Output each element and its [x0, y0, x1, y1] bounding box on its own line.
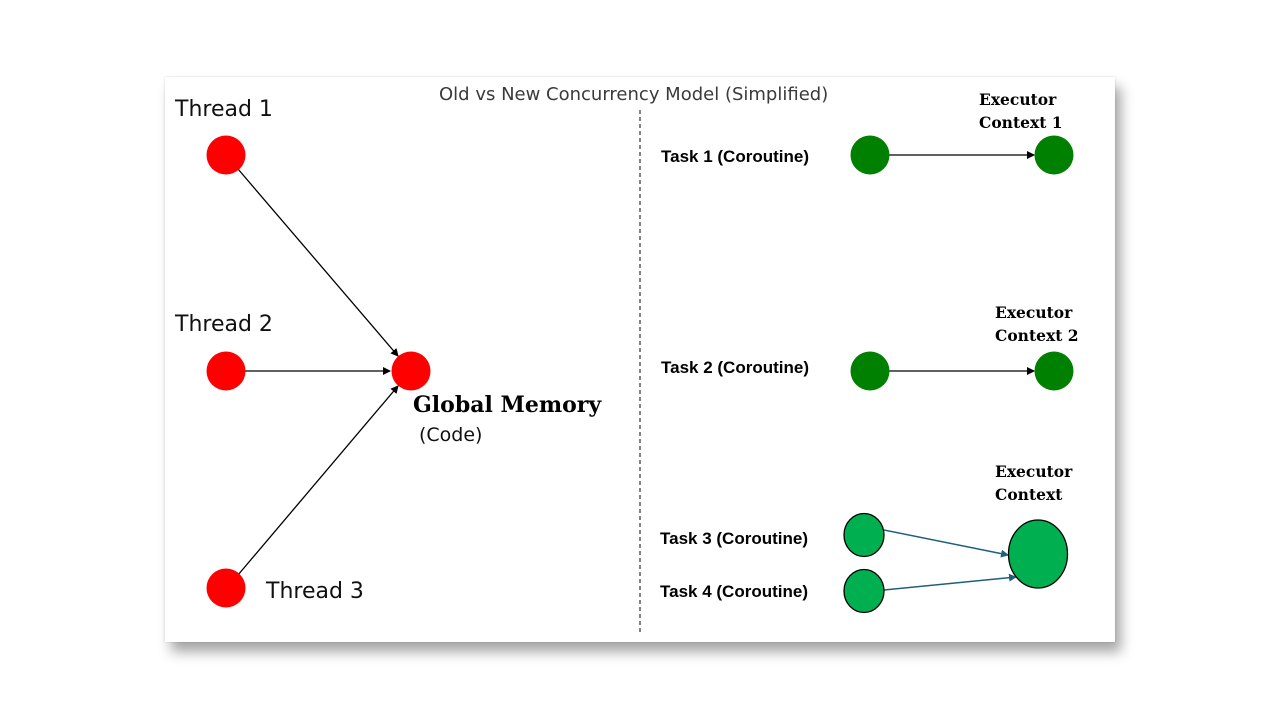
diagram-title: Old vs New Concurrency Model (Simplified… [439, 84, 829, 105]
thread1-node [206, 135, 246, 175]
executor3-label-line2: Context [995, 485, 1063, 504]
executor1-label-line2: Context 1 [979, 113, 1063, 132]
shared-executor-node [1007, 519, 1069, 589]
task2-label: Task 2 (Coroutine) [661, 358, 809, 377]
task4-label: Task 4 (Coroutine) [660, 582, 808, 601]
thread2-label: Thread 2 [175, 312, 273, 337]
executor3-label-line1: Executor [995, 462, 1073, 481]
task4-node [843, 568, 885, 614]
executor1-label-line1: Executor [979, 90, 1057, 109]
task1-label: Task 1 (Coroutine) [661, 147, 809, 166]
task3-label: Task 3 (Coroutine) [660, 529, 808, 548]
edge-thread3-global [237, 385, 399, 576]
executor1-label: Executor Context 1 [979, 88, 1063, 134]
thread1-label: Thread 1 [175, 97, 273, 122]
task1-node [850, 135, 890, 175]
edge-task3-executor3 [883, 529, 1009, 558]
edge-task4-executor3 [883, 573, 1017, 591]
thread2-node [206, 351, 246, 391]
executor2-node [1034, 351, 1074, 391]
task2-node [850, 351, 890, 391]
executor1-node [1034, 135, 1074, 175]
executor2-label: Executor Context 2 [995, 301, 1079, 347]
global-memory-sublabel: (Code) [419, 424, 483, 446]
edge-thread1-global [237, 168, 399, 357]
thread3-label: Thread 3 [266, 579, 364, 604]
executor2-label-line2: Context 2 [995, 326, 1079, 345]
global-memory-label: Global Memory [413, 392, 602, 418]
task3-node [843, 512, 885, 558]
executor3-label: Executor Context [995, 460, 1072, 506]
global-memory-node [391, 351, 431, 391]
thread3-node [206, 568, 246, 608]
executor2-label-line1: Executor [995, 303, 1073, 322]
